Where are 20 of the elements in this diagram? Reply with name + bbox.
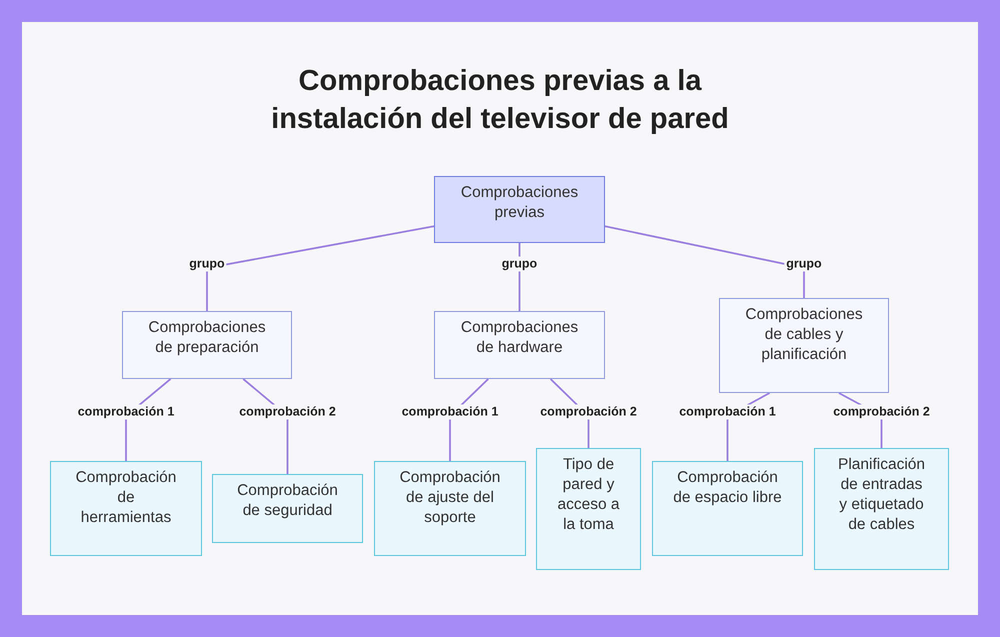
node-box: Comprobación de ajuste del soporte [374,461,526,556]
node-box: Comprobaciones de preparación [122,311,292,379]
edge-label: comprobación 1 [76,404,176,420]
edge-label: comprobación 1 [677,404,778,420]
node-box: Comprobaciones de cables y planificación [719,298,889,393]
node-box: Comprobaciones de hardware [434,311,605,379]
edge-label: comprobación 2 [237,404,338,420]
edge-label: grupo [500,256,540,272]
connector-line [206,225,434,311]
node-box: Tipo de pared y acceso a la toma [536,448,641,570]
edge-label: comprobación 2 [538,404,639,420]
node-box: Comprobaciones previas [434,176,605,243]
node-box: Comprobación de seguridad [212,474,363,543]
node-box: Planificación de entradas y etiquetado de cables [814,448,949,570]
connector-line [604,225,805,298]
node-box: Comprobación de espacio libre [652,461,803,556]
node-box: Comprobación de herramientas [50,461,202,556]
title: Comprobaciones previas a la instalación del televisor de pared [270,64,730,137]
edge-label: comprobación 2 [831,404,932,420]
edge-label: comprobación 1 [400,404,500,420]
